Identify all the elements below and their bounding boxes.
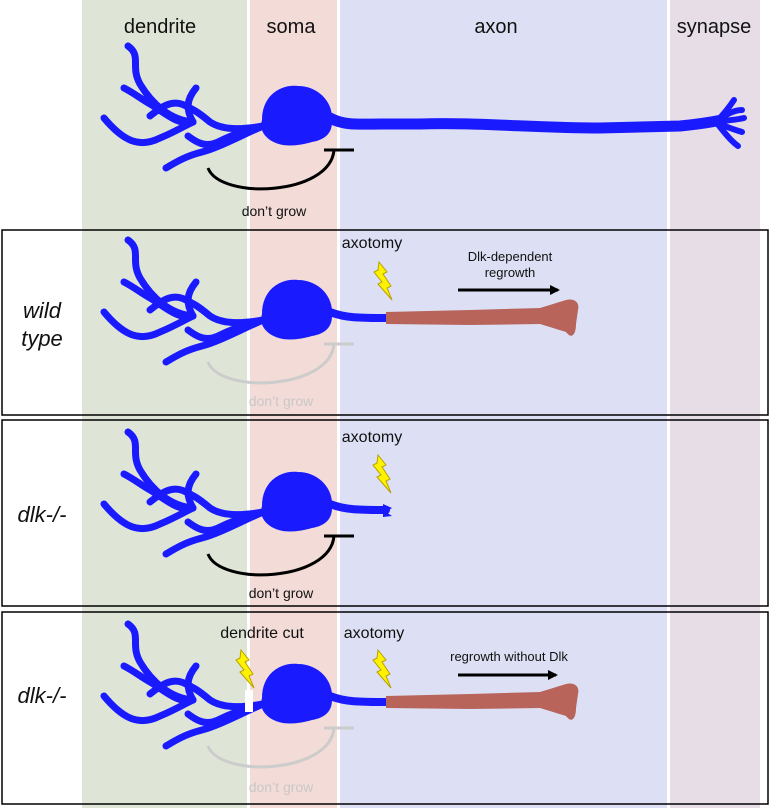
axon-band [340, 0, 667, 808]
regrowth-label-line-1: Dlk-dependent [468, 249, 553, 264]
dendrite-cut-gap [245, 690, 253, 712]
synaptic-terminal [713, 97, 747, 149]
row-wild-type: wild type don’t grow axotomy Dlk-depende… [1, 229, 769, 416]
row-label-line-2: type [21, 326, 63, 351]
row-dlk-mutant-dendrite-cut: dlk-/- don’t grow dendrite cut axotomy r… [1, 611, 769, 805]
region-label-synapse: synapse [677, 16, 752, 38]
axotomy-label: axotomy [344, 625, 404, 642]
inhibition-arc-icon [206, 148, 354, 191]
region-label-axon: axon [474, 16, 517, 38]
regrowth-label-line-2: regrowth [485, 265, 536, 280]
inhibition-label: don’t grow [249, 779, 314, 795]
axon-stump [326, 692, 390, 706]
inhibition-arc-icon [206, 534, 354, 577]
region-label-soma: soma [267, 16, 317, 38]
intact-neuron: don’t grow [104, 46, 747, 219]
inhibition-label: don’t grow [249, 585, 314, 601]
row-frame [1, 611, 769, 805]
row-dlk-mutant: dlk-/- don’t grow axotomy [1, 419, 769, 607]
axon-stump [326, 500, 390, 514]
axon-stump [326, 308, 390, 322]
inhibition-label: don’t grow [249, 393, 314, 409]
synapse-band [670, 0, 760, 808]
dendrite-cut-label: dendrite cut [220, 625, 304, 642]
cut-end [383, 504, 392, 517]
axon [324, 112, 728, 134]
regrowth-label: regrowth without Dlk [450, 649, 568, 664]
inhibition-arc-icon [206, 342, 354, 385]
row-label: dlk-/- [18, 502, 67, 527]
axotomy-label: axotomy [342, 429, 402, 446]
axotomy-label: axotomy [342, 235, 402, 252]
regrown-axon [386, 299, 579, 336]
row-label: dlk-/- [18, 683, 67, 708]
region-labels: dendrite soma axon synapse [124, 16, 751, 38]
inhibition-arc-icon [206, 726, 354, 769]
row-frame [1, 229, 769, 416]
row-label-line-1: wild [23, 298, 62, 323]
row-frame [1, 419, 769, 607]
inhibition-label: don’t grow [242, 203, 307, 219]
region-label-dendrite: dendrite [124, 16, 196, 38]
regrown-axon [386, 683, 579, 720]
